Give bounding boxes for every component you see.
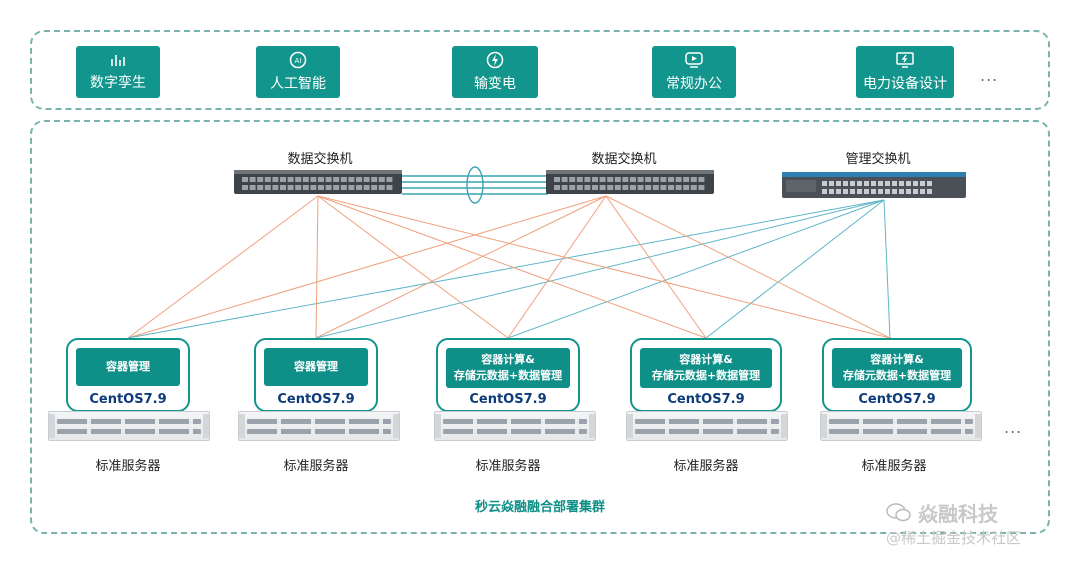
network-link [315, 199, 885, 339]
network-link [507, 199, 885, 339]
node-2[interactable]: 容器管理 CentOS7.9 [254, 338, 378, 412]
node-os: CentOS7.9 [667, 392, 745, 407]
ai-icon: AI [289, 51, 307, 69]
wechat-icon [886, 502, 911, 521]
design-icon [896, 52, 914, 68]
server-label: 标准服务器 [861, 459, 927, 474]
svg-text:AI: AI [295, 57, 302, 65]
server-2 [238, 411, 400, 441]
video-icon [685, 52, 703, 68]
node-5[interactable]: 容器计算& 存储元数据+数据管理 CentOS7.9 [822, 338, 972, 412]
app-digital-twin[interactable]: 数字孪生 [76, 46, 160, 98]
switch-label-data-2: 数据交换机 [591, 152, 657, 167]
network-link [317, 195, 509, 339]
server-label: 标准服务器 [475, 459, 541, 474]
network-link [127, 195, 607, 339]
node-role-line2: 存储元数据+数据管理 [651, 369, 761, 382]
watermark-site: @稀土掘金技术社区 [886, 529, 1022, 547]
app-label: 电力设备设计 [863, 76, 947, 92]
cluster-container [30, 120, 1050, 534]
watermark-brand: 焱融科技 [918, 502, 998, 526]
app-label: 数字孪生 [90, 75, 146, 91]
watermark: 焱融科技 @稀土掘金技术社区 [886, 498, 1076, 548]
network-link [315, 195, 319, 339]
node-role: 容器计算& 存储元数据+数据管理 [640, 348, 772, 388]
node-role-line1: 容器管理 [294, 360, 338, 373]
network-link [507, 195, 607, 339]
node-role: 容器计算& 存储元数据+数据管理 [446, 348, 570, 388]
more-servers-ellipsis: ... [1004, 418, 1023, 437]
server-label: 标准服务器 [95, 459, 161, 474]
node-role-line2: 存储元数据+数据管理 [453, 369, 563, 382]
node-role-line1: 容器计算& [481, 353, 535, 366]
network-link [605, 195, 891, 339]
more-apps-ellipsis: ... [980, 66, 999, 85]
network-link [315, 195, 607, 339]
data-switch-1 [234, 170, 402, 194]
application-layer [30, 30, 1050, 110]
network-link [883, 199, 891, 339]
node-os: CentOS7.9 [858, 392, 936, 407]
cluster-title: 秒云焱融融合部署集群 [474, 500, 605, 515]
management-switch [782, 172, 966, 198]
network-link [317, 195, 707, 339]
switch-label-mgmt: 管理交换机 [845, 152, 911, 167]
node-role: 容器管理 [264, 348, 368, 386]
node-4[interactable]: 容器计算& 存储元数据+数据管理 CentOS7.9 [630, 338, 782, 412]
server-5 [820, 411, 982, 441]
server-label: 标准服务器 [673, 459, 739, 474]
app-ai[interactable]: AI 人工智能 [256, 46, 340, 98]
app-power-transmission[interactable]: 输变电 [452, 46, 538, 98]
power-icon [486, 51, 504, 69]
data-switch-2 [546, 170, 714, 194]
switch-stack-link [402, 166, 548, 204]
server-3 [434, 411, 596, 441]
node-3[interactable]: 容器计算& 存储元数据+数据管理 CentOS7.9 [436, 338, 580, 412]
node-role-line1: 容器管理 [106, 360, 150, 373]
network-link [127, 195, 319, 339]
app-label: 输变电 [474, 76, 516, 92]
app-power-equipment-design[interactable]: 电力设备设计 [856, 46, 954, 98]
network-link [317, 195, 891, 339]
node-os: CentOS7.9 [89, 392, 167, 407]
network-link [127, 199, 885, 339]
node-role-line1: 容器计算& [870, 353, 924, 366]
node-1[interactable]: 容器管理 CentOS7.9 [66, 338, 190, 412]
server-1 [48, 411, 210, 441]
switch-label-data-1: 数据交换机 [287, 152, 353, 167]
node-os: CentOS7.9 [469, 392, 547, 407]
node-role-line1: 容器计算& [679, 353, 733, 366]
network-link [605, 195, 707, 339]
bar-chart-icon [111, 55, 125, 66]
network-link [705, 199, 885, 339]
app-office[interactable]: 常规办公 [652, 46, 736, 98]
node-role-line2: 存储元数据+数据管理 [842, 369, 952, 382]
node-role: 容器计算& 存储元数据+数据管理 [832, 348, 962, 388]
server-4 [626, 411, 788, 441]
app-label: 人工智能 [270, 76, 326, 92]
node-role: 容器管理 [76, 348, 180, 386]
app-label: 常规办公 [666, 76, 722, 92]
server-label: 标准服务器 [283, 459, 349, 474]
node-os: CentOS7.9 [277, 392, 355, 407]
